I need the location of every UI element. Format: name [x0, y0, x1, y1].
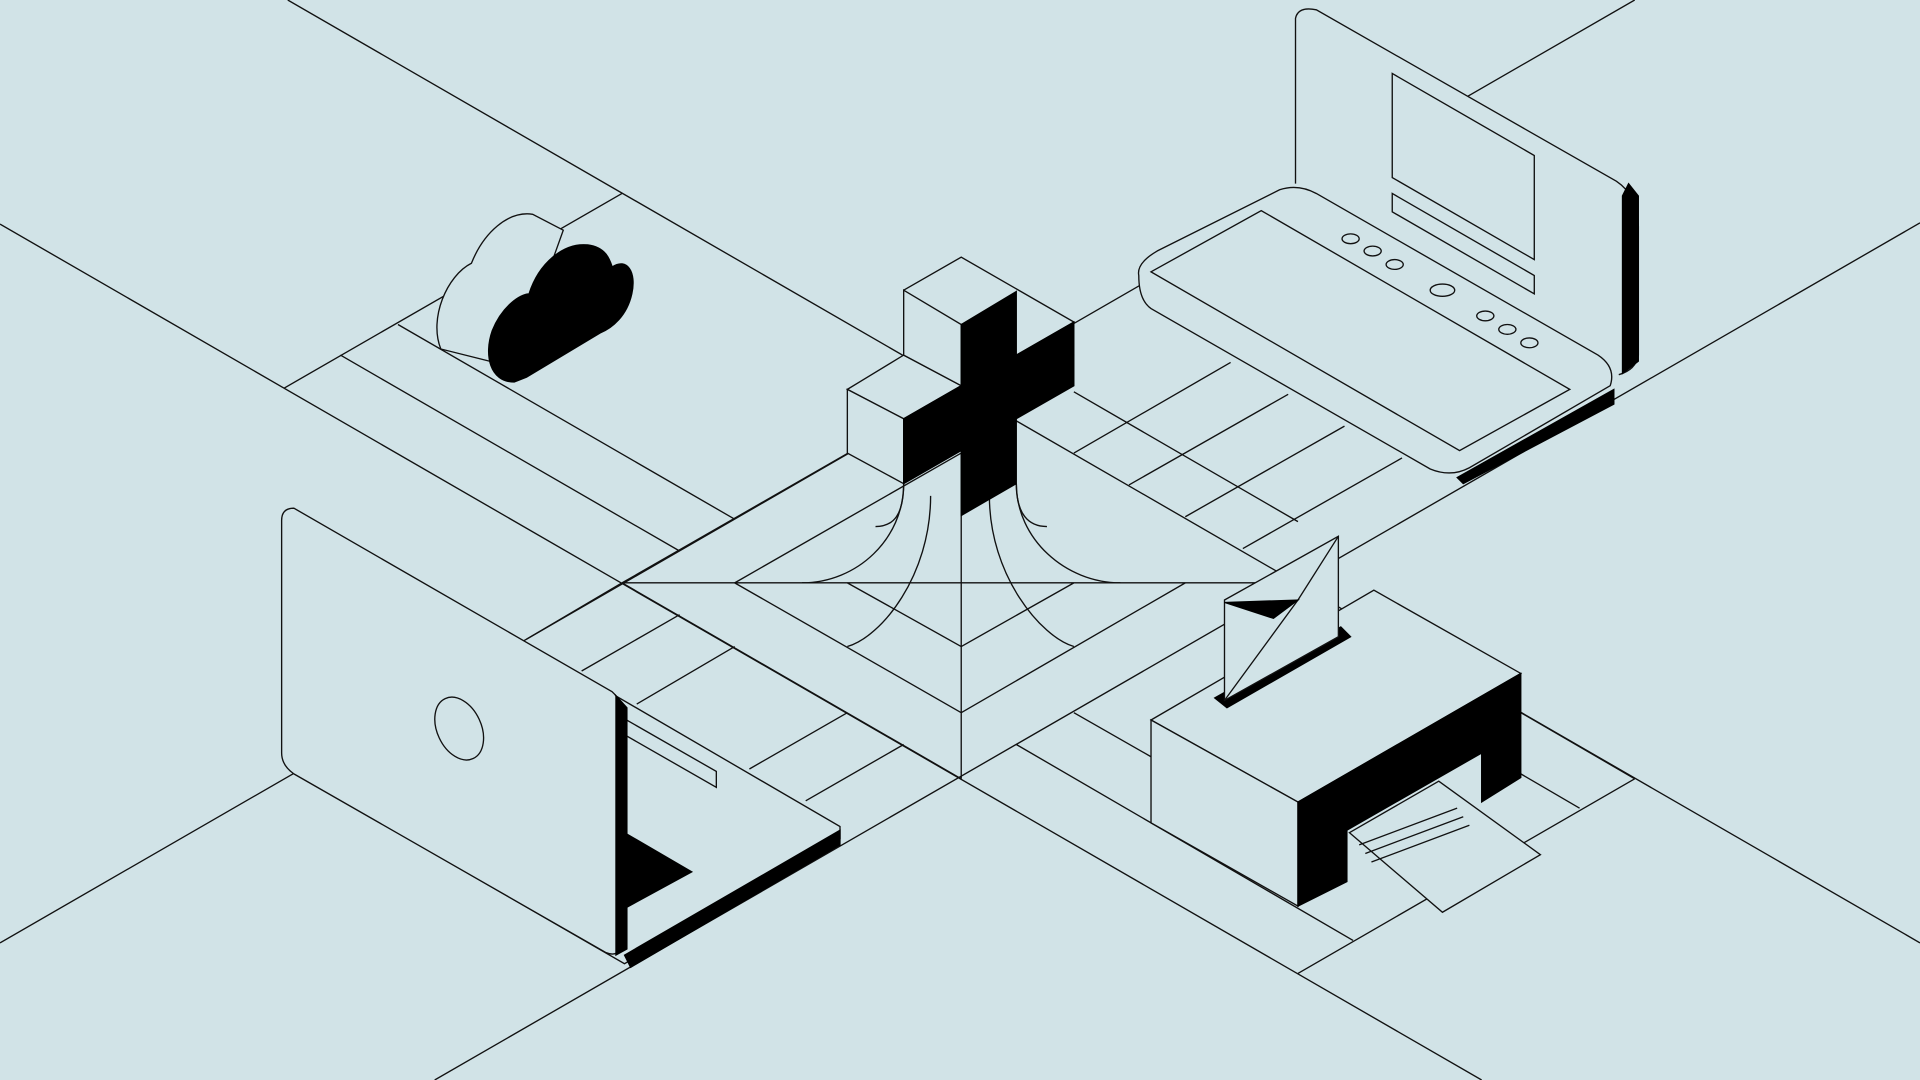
- cloud-icon: [436, 213, 634, 383]
- plus-icon: [845, 256, 1076, 517]
- printer: [1149, 589, 1542, 914]
- envelope-icon: [1213, 535, 1352, 709]
- laptop-top-right: [1137, 8, 1640, 485]
- laptop-bottom-left: [280, 507, 841, 969]
